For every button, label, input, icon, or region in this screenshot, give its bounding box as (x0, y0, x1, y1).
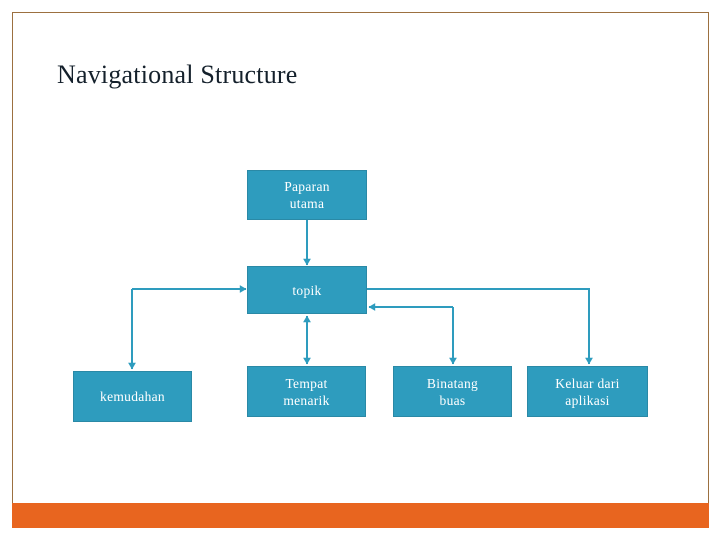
node-topik[interactable]: topik (247, 266, 367, 314)
node-keluar-dari-aplikasi[interactable]: Keluar dari aplikasi (527, 366, 648, 417)
node-tempat-menarik[interactable]: Tempat menarik (247, 366, 366, 417)
node-paparan-utama[interactable]: Paparan utama (247, 170, 367, 220)
node-binatang-buas[interactable]: Binatang buas (393, 366, 512, 417)
node-kemudahan[interactable]: kemudahan (73, 371, 192, 422)
accent-bar (12, 503, 709, 528)
page-title: Navigational Structure (57, 60, 298, 89)
